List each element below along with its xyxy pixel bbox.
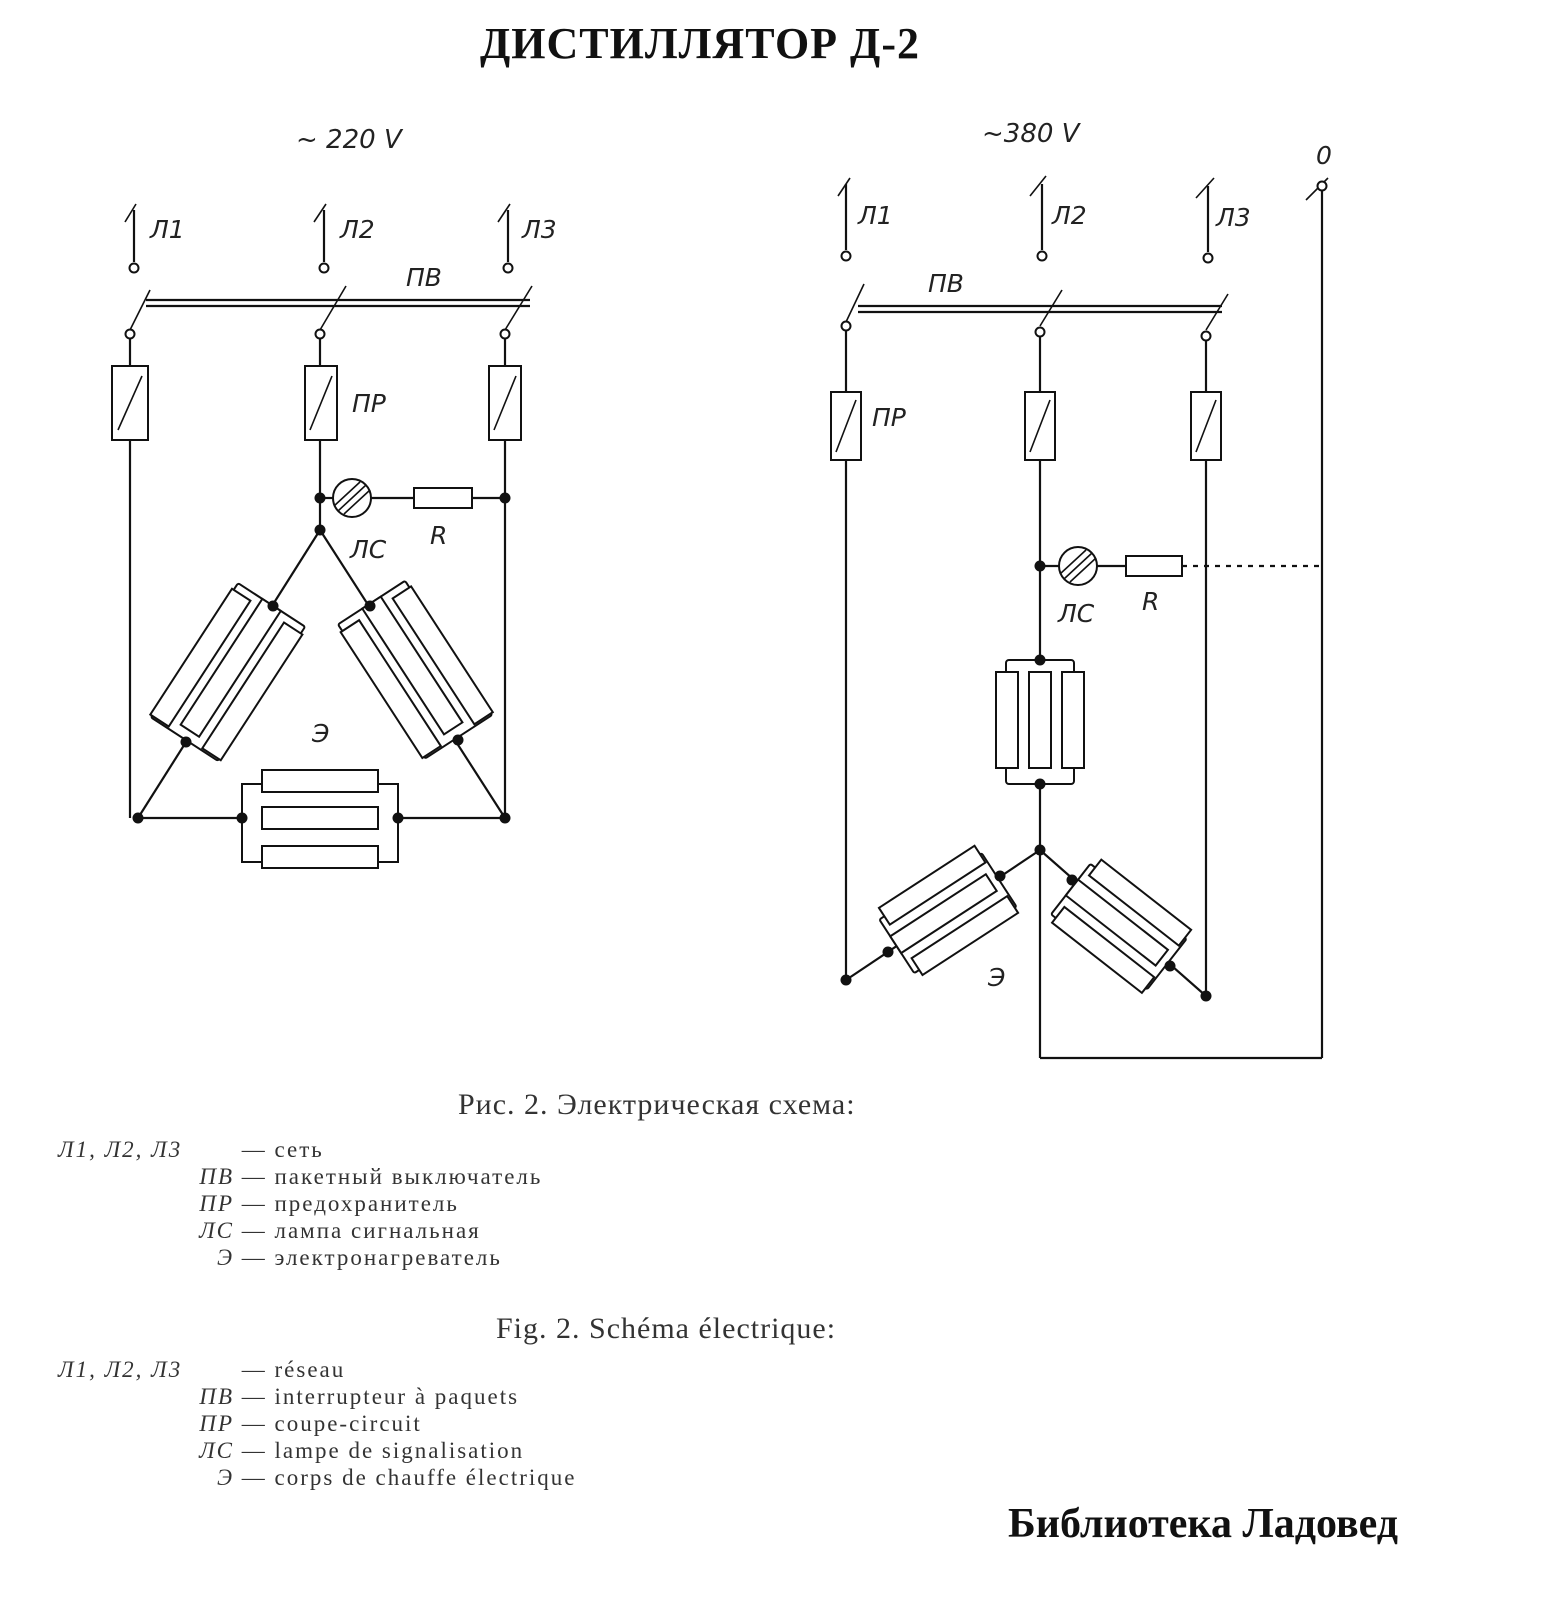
label-L2-left: Л2 — [339, 215, 375, 244]
lamp-resistor-left: ЛС R — [320, 478, 505, 564]
label-L3-left: Л3 — [521, 215, 557, 244]
resistor-left — [413, 487, 473, 509]
label-E-right: Э — [987, 963, 1005, 992]
heater-delta-left: Э — [137, 529, 506, 869]
switch-PV-right: ПВ — [840, 269, 1229, 342]
label-PV-right: ПВ — [928, 269, 964, 298]
switch-PV-left: ПВ — [124, 263, 533, 340]
label-R-right: R — [1142, 587, 1159, 616]
label-LS-left: ЛС — [349, 535, 387, 564]
line-terminals-right: Л1 Л2 Л3 0 — [837, 141, 1332, 264]
heater-group-vertical — [995, 659, 1085, 850]
legend-fr-row: ЛС — lampe de signalisation — [199, 1438, 525, 1463]
legend-fr-row: ПР — coupe-circuit — [199, 1411, 422, 1436]
line-terminals-left: Л1 Л2 Л3 — [124, 203, 557, 274]
legend-ru-row: ЛС — лампа сигнальная — [199, 1218, 481, 1243]
caption-ru: Рис. 2. Электрическая схема: — [458, 1088, 856, 1121]
heater-group-bottom — [241, 769, 399, 869]
legend-fr: Л1, Л2, Л3 — réseau ПВ — interrupteur à … — [58, 1356, 576, 1491]
fuses-PR-right: ПР — [830, 331, 1222, 461]
legend-ru-row: Л1, Л2, Л3 — сеть — [58, 1137, 324, 1162]
page-title: ДИСТИЛЛЯТОР Д-2 — [480, 19, 920, 68]
legend-ru-row: ПВ — пакетный выключатель — [199, 1164, 543, 1189]
library-credit: Библиотека Ладовед — [1008, 1501, 1398, 1547]
label-L2-right: Л2 — [1051, 201, 1087, 230]
label-L1-left: Л1 — [149, 215, 185, 244]
label-L3-right: Л3 — [1215, 203, 1251, 232]
legend-fr-row: ПВ — interrupteur à paquets — [199, 1384, 520, 1409]
resistor-right — [1125, 555, 1183, 577]
label-neutral: 0 — [1316, 141, 1332, 170]
legend-fr-row: Л1, Л2, Л3 — réseau — [58, 1357, 346, 1382]
heater-group-left-leg — [148, 582, 306, 762]
label-PV-left: ПВ — [406, 263, 442, 292]
label-L1-right: Л1 — [857, 201, 893, 230]
legend-ru-row: Э — электронагреватель — [216, 1245, 502, 1270]
label-PR-left: ПР — [352, 389, 387, 418]
legend-fr-row: Э — corps de chauffe électrique — [216, 1465, 577, 1490]
heater-group-right-leg — [337, 580, 495, 760]
label-LS-right: ЛС — [1057, 599, 1095, 628]
scheme-380v: ~380 V Л1 Л2 Л3 0 — [830, 119, 1332, 1060]
voltage-label-380: ~380 V — [982, 119, 1082, 149]
label-R-left: R — [430, 521, 447, 550]
fuses-PR-left: ПР — [111, 339, 522, 441]
legend-ru-row: ПР — предохранитель — [199, 1191, 459, 1216]
heater-group-star-left — [877, 844, 1020, 977]
heater-group-star-right — [1050, 858, 1193, 995]
caption-fr: Fig. 2. Schéma électrique: — [496, 1312, 837, 1345]
lamp-resistor-right: ЛС R — [1040, 546, 1322, 628]
voltage-label-220: ~ 220 V — [296, 125, 404, 155]
legend-ru: Л1, Л2, Л3 — сеть ПВ — пакетный выключат… — [58, 1136, 542, 1271]
scheme-220v: ~ 220 V Л1 Л2 Л3 ПВ — [111, 125, 557, 869]
label-PR-right: ПР — [872, 403, 907, 432]
label-E-left: Э — [311, 719, 329, 748]
